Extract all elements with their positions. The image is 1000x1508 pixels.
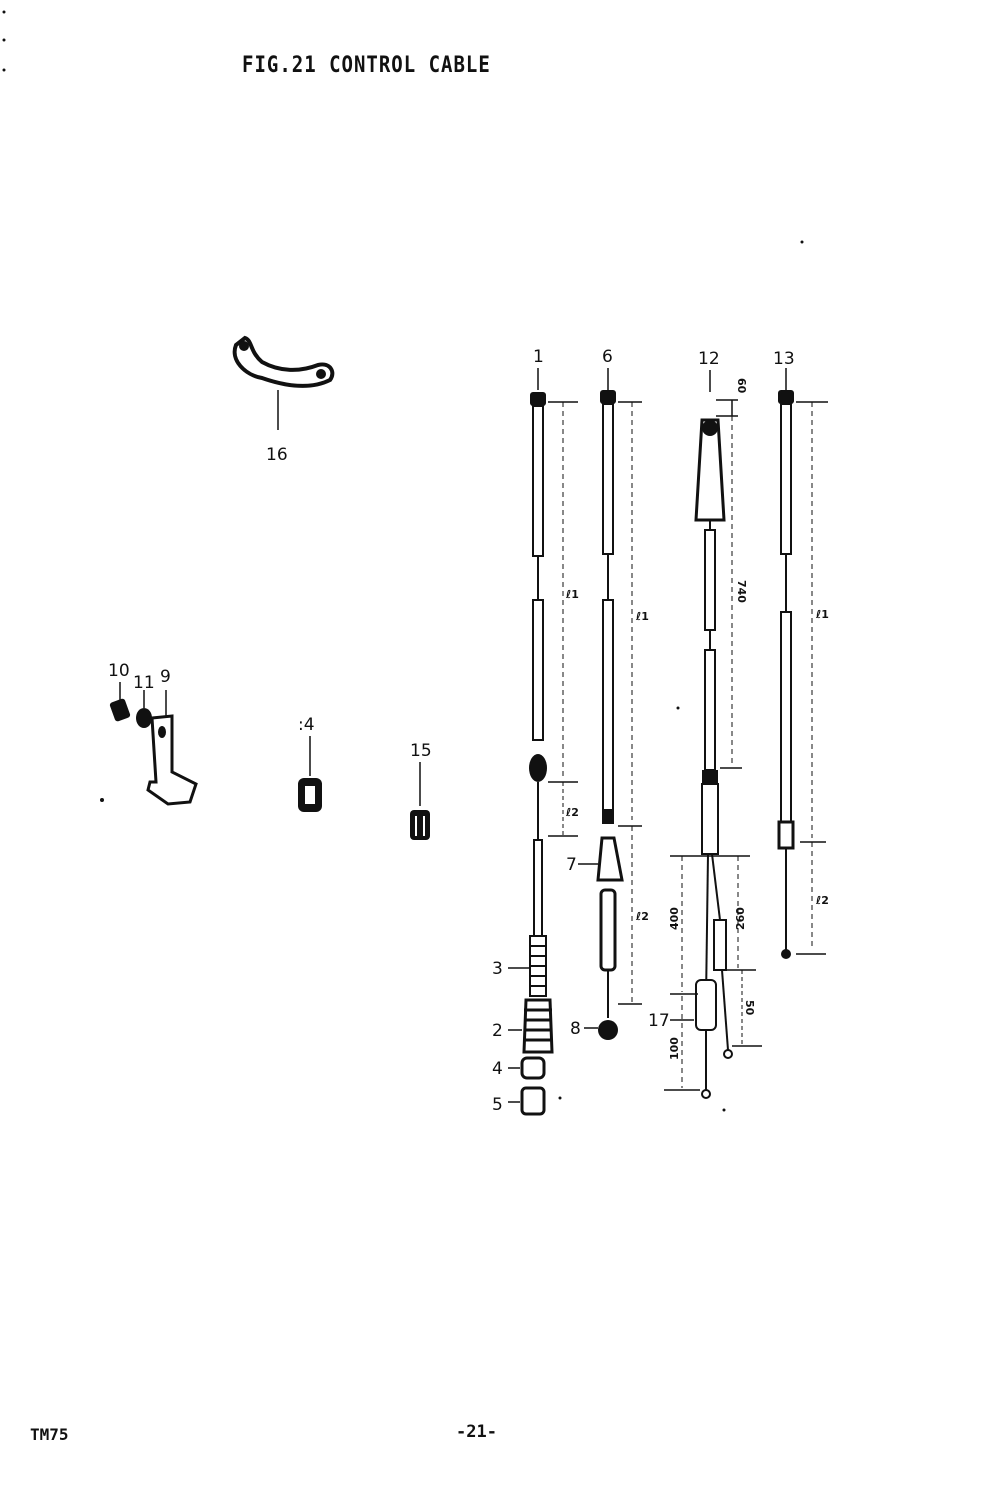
dim-l2-cable-1: ℓ2 xyxy=(565,806,579,819)
label-part-1: 1 xyxy=(533,347,544,367)
label-part-12: 12 xyxy=(698,349,720,369)
dim-740: 740 xyxy=(735,580,748,603)
cable-13 xyxy=(777,368,828,959)
dim-60: 60 xyxy=(735,378,748,394)
label-part-16: 16 xyxy=(266,445,288,465)
dim-l1-cable-6: ℓ1 xyxy=(635,610,649,623)
label-part-4: 4 xyxy=(492,1059,503,1079)
part-14-clip xyxy=(298,736,322,812)
cable-1 xyxy=(529,368,578,997)
label-part-3: 3 xyxy=(492,959,503,979)
dim-l1-cable-1: ℓ1 xyxy=(565,588,579,601)
dim-50: 50 xyxy=(743,1000,756,1016)
label-part-2: 2 xyxy=(492,1021,503,1041)
cable-12 xyxy=(664,370,762,1099)
dim-400: 400 xyxy=(668,907,681,930)
label-part-10: 10 xyxy=(108,661,130,681)
page-number: -21- xyxy=(456,1422,497,1442)
label-part-6: 6 xyxy=(602,347,613,367)
label-part-9: 9 xyxy=(160,667,171,687)
part-2-adjuster xyxy=(508,998,554,1054)
label-part-11: 11 xyxy=(133,673,155,693)
dim-l2-cable-6: ℓ2 xyxy=(635,910,649,923)
model-code: TM75 xyxy=(30,1425,69,1444)
part-5-cap xyxy=(508,1086,546,1116)
part-10-bolt xyxy=(109,682,131,722)
label-part-14: :4 xyxy=(298,715,315,735)
dim-l1-cable-13: ℓ1 xyxy=(815,608,829,621)
dim-l2-cable-13: ℓ2 xyxy=(815,894,829,907)
cable-6 xyxy=(596,368,642,1018)
part-16-clamp xyxy=(232,335,335,430)
label-part-5: 5 xyxy=(492,1095,503,1115)
label-part-8: 8 xyxy=(570,1019,581,1039)
dim-100: 100 xyxy=(668,1037,681,1060)
label-part-15: 15 xyxy=(410,741,432,761)
part-11-washer xyxy=(136,690,152,728)
part-15-clip xyxy=(410,762,430,840)
dim-260: 260 xyxy=(734,907,747,930)
figure-title: FIG.21 CONTROL CABLE xyxy=(242,52,491,78)
part-9-bracket xyxy=(146,690,198,806)
label-part-13: 13 xyxy=(773,349,795,369)
scan-specks xyxy=(2,10,804,1112)
label-part-17: 17 xyxy=(648,1011,670,1031)
part-8-end xyxy=(584,1020,618,1040)
label-part-7: 7 xyxy=(566,855,577,875)
part-4-nut xyxy=(508,1056,546,1080)
